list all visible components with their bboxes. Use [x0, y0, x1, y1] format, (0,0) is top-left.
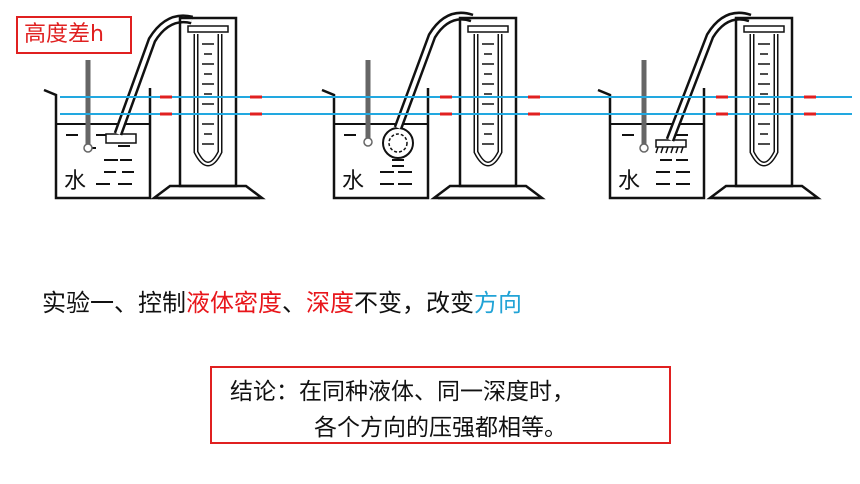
caption-part-3: 、: [282, 289, 306, 317]
apparatus-1: 水: [43, 14, 266, 200]
water-label-2: 水: [342, 169, 364, 194]
probe-head-3: [655, 139, 687, 148]
caption-depth: 深度: [306, 289, 354, 317]
apparatus-3: 水: [597, 11, 822, 200]
caption-part-1: 实验一、控制: [42, 289, 186, 317]
caption-direction: 方向: [474, 289, 522, 317]
water-label-3: 水: [618, 169, 640, 194]
conclusion-line-1: 结论：在同种液体、同一深度时，: [230, 379, 575, 405]
height-difference-label: 高度差h: [16, 16, 132, 54]
caption-part-5: 不变，改变: [354, 289, 474, 317]
beaker-2: [321, 88, 430, 200]
beaker-1: [43, 88, 152, 200]
apparatus-2: 水: [321, 11, 546, 200]
level-marks: [160, 95, 816, 116]
conclusion-box: 结论：在同种液体、同一深度时， 各个方向的压强都相等。: [210, 366, 671, 444]
u-tube-frame-2: [458, 16, 518, 188]
experiment-caption: 实验一、控制液体密度、深度不变，改变方向: [42, 283, 522, 318]
u-tube-frame-3: [734, 16, 794, 188]
beaker-3: [597, 88, 706, 200]
experiment-diagram: 水 水: [43, 11, 852, 200]
probe-head-1: [105, 133, 137, 144]
u-tube-frame-1: [178, 16, 238, 188]
water-label-1: 水: [64, 169, 86, 194]
caption-liquid-density: 液体密度: [186, 289, 282, 317]
conclusion-line-2: 各个方向的压强都相等。: [314, 415, 567, 441]
